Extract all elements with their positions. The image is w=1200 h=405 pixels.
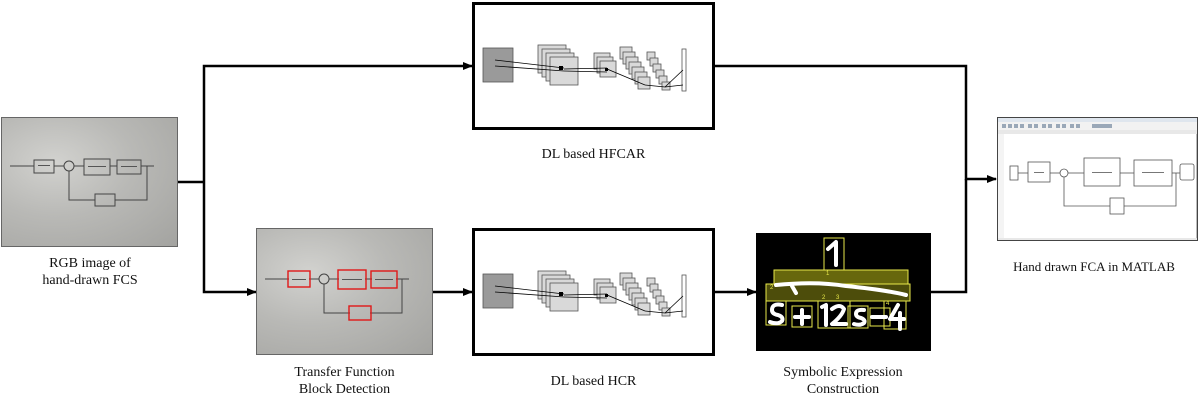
matlab-window bbox=[997, 117, 1198, 241]
block-detection-photo bbox=[256, 228, 433, 355]
svg-text:2: 2 bbox=[770, 285, 774, 291]
symbolic-expression-image: 1 2 2 3 4 bbox=[756, 233, 931, 351]
node-label-line: RGB image of bbox=[49, 256, 131, 271]
node-label-input: RGB image of hand-drawn FCS bbox=[0, 255, 180, 289]
hfcar-network-box bbox=[472, 2, 715, 130]
node-label-line: Hand drawn FCA in MATLAB bbox=[1013, 259, 1175, 274]
edge-input-to-hfcar bbox=[202, 62, 473, 182]
node-label-line: hand-drawn FCS bbox=[42, 273, 138, 288]
node-label-sec: Symbolic Expression Construction bbox=[743, 364, 943, 398]
node-label-line: Construction bbox=[806, 382, 880, 397]
node-label-line: DL based HCR bbox=[550, 374, 637, 389]
cnn-icon bbox=[482, 44, 687, 92]
svg-text:3: 3 bbox=[836, 295, 840, 301]
svg-text:2: 2 bbox=[822, 295, 826, 301]
node-label-line: Transfer Function bbox=[294, 365, 395, 380]
simulink-model-sketch bbox=[998, 118, 1197, 240]
node-label-hfcar: DL based HFCAR bbox=[472, 146, 715, 163]
node-label-line: Block Detection bbox=[298, 382, 391, 397]
input-photo bbox=[1, 117, 178, 247]
svg-text:1: 1 bbox=[826, 271, 830, 277]
node-label-line: Symbolic Expression bbox=[783, 365, 903, 380]
node-label-line: DL based HFCAR bbox=[541, 147, 646, 162]
node-label-hcr: DL based HCR bbox=[472, 373, 715, 390]
detected-blocks-sketch bbox=[265, 269, 409, 321]
node-label-output: Hand drawn FCA in MATLAB bbox=[990, 258, 1198, 275]
edge-hfcar-to-output bbox=[715, 64, 997, 183]
hand-drawn-diagram-sketch bbox=[10, 158, 154, 207]
edge-sec-to-output bbox=[931, 179, 968, 294]
hcr-network-box bbox=[472, 228, 715, 356]
svg-text:4: 4 bbox=[886, 301, 890, 307]
handwritten-expression-sketch: 1 2 2 3 4 bbox=[765, 237, 911, 331]
cnn-icon bbox=[482, 270, 687, 318]
edge-input-to-tfbd bbox=[202, 182, 257, 296]
node-label-tfbd: Transfer Function Block Detection bbox=[246, 364, 443, 398]
